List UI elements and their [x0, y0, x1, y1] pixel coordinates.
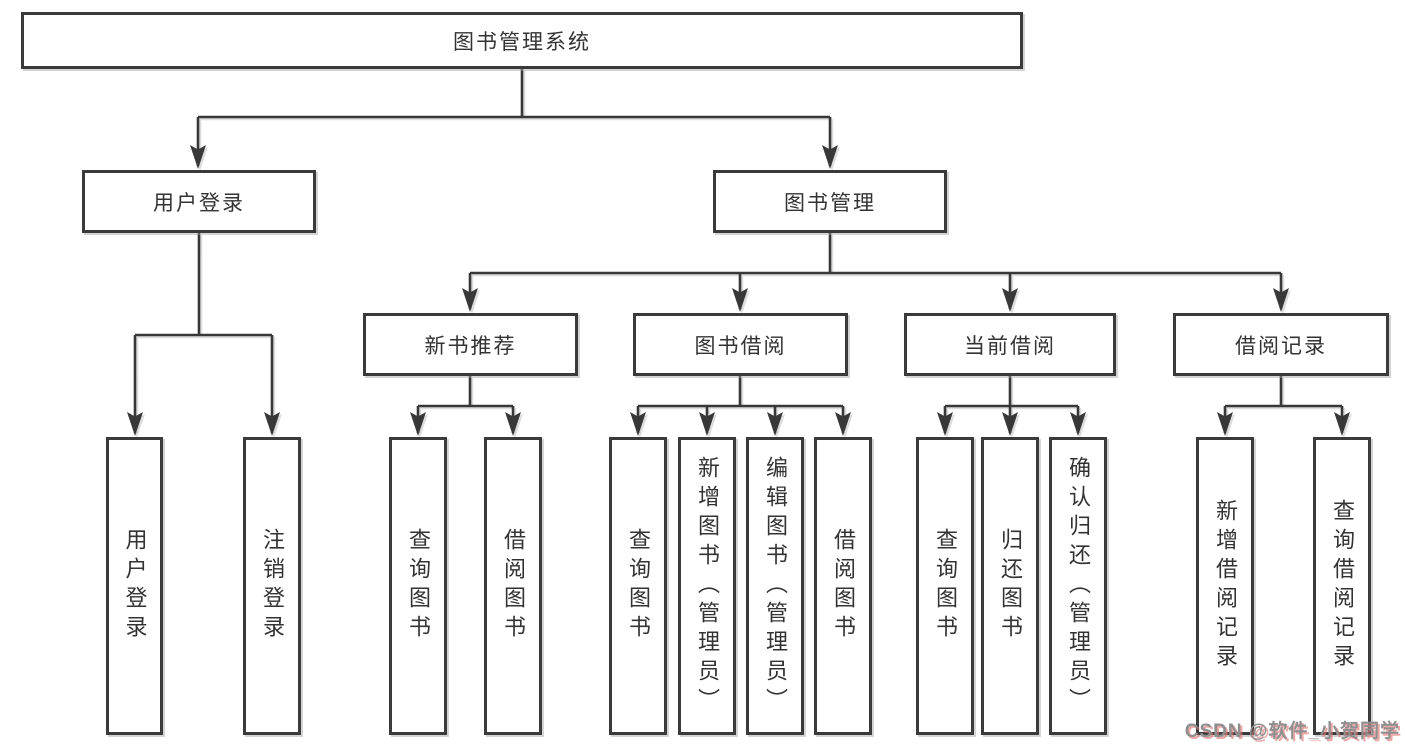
leaf-user-login: 用户登录 [106, 437, 163, 735]
csdn-watermark: CSDN @软件_小贺同学 [1184, 721, 1400, 742]
node-book-borrowing: 图书借阅 [633, 313, 848, 376]
node-root-system: 图书管理系统 [21, 12, 1023, 69]
leaf-recommend-borrow-book: 借阅图书 [484, 437, 542, 735]
leaf-current-query-book: 查询图书 [916, 437, 974, 735]
leaf-borrow-borrow-book: 借阅图书 [814, 437, 872, 735]
leaf-borrow-query-book: 查询图书 [609, 437, 667, 735]
node-book-management-branch: 图书管理 [713, 170, 947, 233]
leaf-records-query-record: 查询借阅记录 [1313, 437, 1371, 735]
leaf-records-add-record: 新增借阅记录 [1196, 437, 1254, 735]
leaf-logout: 注销登录 [243, 437, 301, 735]
leaf-current-return-book: 归还图书 [981, 437, 1039, 735]
leaf-borrow-edit-book-admin: 编辑图书（管理员） [746, 437, 804, 735]
node-user-login-branch: 用户登录 [82, 170, 316, 233]
node-new-book-recommend: 新书推荐 [363, 313, 578, 376]
leaf-current-confirm-return-admin: 确认归还（管理员） [1049, 437, 1107, 735]
node-current-borrowing: 当前借阅 [904, 313, 1116, 376]
leaf-borrow-add-book-admin: 新增图书（管理员） [678, 437, 736, 735]
leaf-recommend-query-book: 查询图书 [389, 437, 447, 735]
node-borrowing-records: 借阅记录 [1173, 313, 1389, 376]
